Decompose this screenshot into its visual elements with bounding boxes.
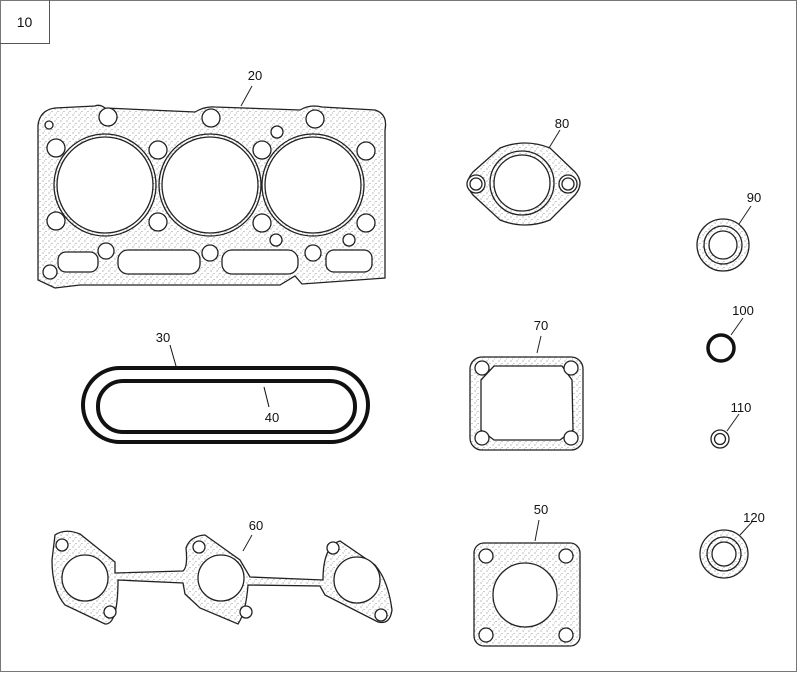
exhaust-manifold-gasket[interactable]	[51, 530, 393, 625]
callout-80[interactable]: 80	[554, 116, 570, 131]
seal-rings[interactable]	[81, 344, 370, 444]
reference-number-box: 10	[0, 0, 50, 44]
small-washer-seal[interactable]	[710, 413, 740, 449]
callout-70[interactable]: 70	[533, 318, 549, 333]
cylinder-head-gasket[interactable]	[37, 85, 387, 289]
callout-40[interactable]: 40	[264, 410, 280, 425]
square-flange-gasket[interactable]	[473, 519, 581, 647]
callout-60[interactable]: 60	[248, 518, 264, 533]
o-ring[interactable]	[706, 317, 744, 363]
two-bolt-flange-gasket[interactable]	[466, 129, 581, 226]
oil-seal-2[interactable]	[699, 521, 753, 579]
callout-30[interactable]: 30	[155, 330, 171, 345]
rectangular-cover-gasket[interactable]	[469, 335, 584, 451]
callout-120[interactable]: 120	[743, 510, 765, 525]
callout-100[interactable]: 100	[732, 303, 754, 318]
callout-90[interactable]: 90	[746, 190, 762, 205]
oil-seal[interactable]	[696, 205, 752, 272]
callout-110[interactable]: 110	[730, 400, 752, 415]
callout-20[interactable]: 20	[247, 68, 263, 83]
callout-50[interactable]: 50	[533, 502, 549, 517]
